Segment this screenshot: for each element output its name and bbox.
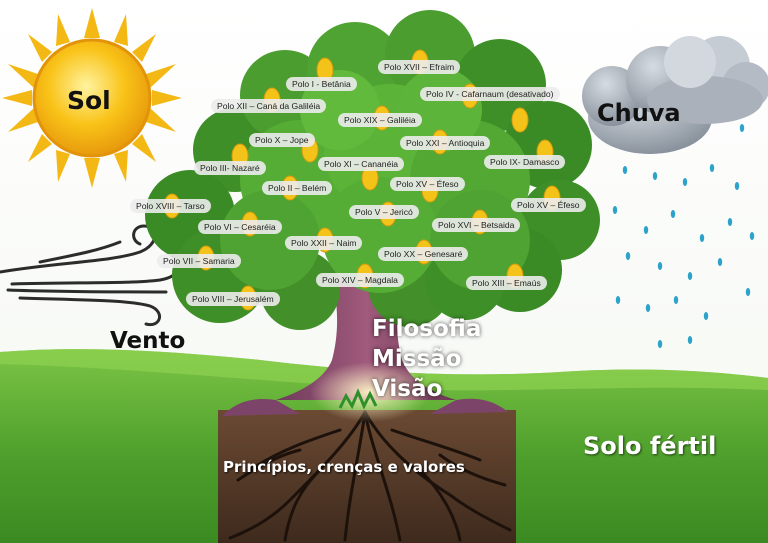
- polo-label: Polo VIII – Jerusalém: [186, 292, 280, 306]
- polo-label: Polo XI – Cananéia: [318, 157, 405, 171]
- polo-label: Polo XVIII – Tarso: [130, 199, 211, 213]
- polo-label: Polo XV – Éfeso: [511, 198, 586, 212]
- roots-label: Princípios, crenças e valores: [223, 458, 465, 476]
- polo-label: Polo VI – Cesaréia: [198, 220, 282, 234]
- polo-label: Polo XIV – Magdala: [316, 273, 404, 287]
- soil-label: Solo fértil: [583, 432, 717, 460]
- rain-label: Chuva: [597, 99, 681, 127]
- polo-label: Polo XIX – Galiléia: [338, 113, 422, 127]
- polo-label: Polo V – Jericó: [349, 205, 419, 219]
- polo-label: Polo II – Belém: [262, 181, 333, 195]
- polo-label: Polo VII – Samaria: [157, 254, 241, 268]
- polo-label: Polo XIII – Emaús: [466, 276, 547, 290]
- cloud-icon: [582, 36, 768, 154]
- polo-label: Polo XVI – Betsaida: [432, 218, 521, 232]
- wind-label: Vento: [110, 328, 186, 354]
- sun-icon: [2, 8, 182, 188]
- wind-icon: [0, 224, 183, 327]
- trunk-word-philosophy: Filosofia: [372, 316, 482, 342]
- trunk-word-vision: Visão: [372, 376, 443, 402]
- tree-trunk: [222, 268, 508, 422]
- polo-label: Polo XVII – Efraim: [378, 60, 461, 74]
- polo-label: Polo I - Betânia: [286, 77, 357, 91]
- polo-label: Polo XXI – Antioquia: [400, 136, 491, 150]
- trunk-word-mission: Missão: [372, 346, 462, 372]
- polo-label: Polo XV – Éfeso: [390, 177, 465, 191]
- sun-label: Sol: [67, 86, 111, 115]
- polo-label: Polo X – Jope: [249, 133, 315, 147]
- soil-block: [218, 410, 516, 543]
- polo-label: Polo XXII – Naim: [285, 236, 363, 250]
- polo-label: Polo III- Nazaré: [194, 161, 266, 175]
- polo-label: Polo XII – Caná da Galiléia: [211, 99, 327, 113]
- rain-drops: [612, 124, 755, 348]
- polo-label: Polo IV - Cafarnaum (desativado): [420, 87, 560, 101]
- polo-label: Polo XX – Genesaré: [378, 247, 469, 261]
- polo-label: Polo IX- Damasco: [484, 155, 566, 169]
